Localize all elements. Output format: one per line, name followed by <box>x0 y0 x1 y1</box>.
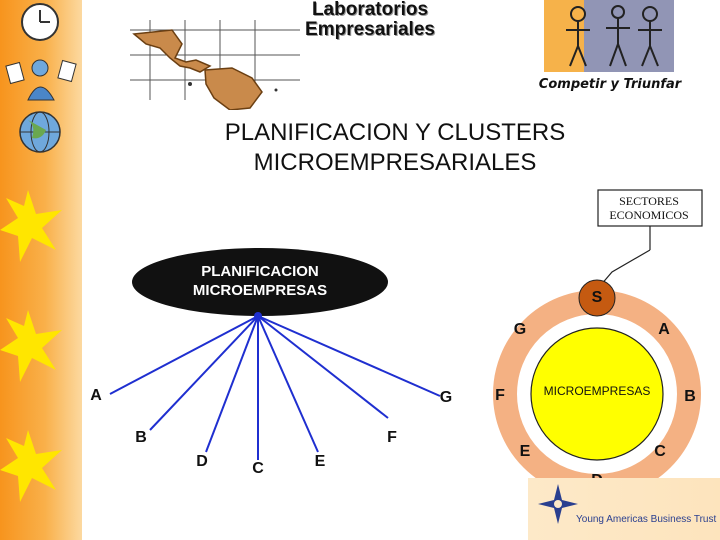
spoke-line-e <box>257 315 319 453</box>
spoke-line-b <box>149 315 259 431</box>
ring-node-a: A <box>658 321 670 338</box>
sector-connector-arrow <box>599 249 651 287</box>
sidebar-decoration <box>0 0 82 540</box>
spoke-node-e: E <box>314 453 326 470</box>
spoke-line-f <box>257 315 389 419</box>
ring-node-g: G <box>513 321 527 338</box>
ring-node-c: C <box>654 443 666 460</box>
map-icon <box>130 20 300 110</box>
planning-hub-ellipse <box>132 248 388 316</box>
spoke-node-c: C <box>252 460 264 477</box>
clock-icon <box>21 3 59 41</box>
spoke-line-g <box>257 315 441 397</box>
spoke-node-b: B <box>135 429 147 446</box>
spoke-node-a: A <box>90 387 102 404</box>
footer-text: Young Americas Business Trust <box>576 514 717 525</box>
globe-icon <box>19 111 61 153</box>
page-title: PLANIFICACION Y CLUSTERS MICROEMPRESARIA… <box>150 118 640 178</box>
family-icon <box>544 0 674 72</box>
spoke-lines <box>109 312 441 460</box>
footer-banner: Young Americas Business Trust <box>528 478 720 540</box>
spoke-line-a <box>109 315 259 395</box>
planning-hub-line-2: MICROEMPRESAS <box>192 282 328 299</box>
ring-node-b: B <box>684 388 696 405</box>
brand-line-1: Laboratorios <box>311 0 429 20</box>
center-label: MICROEMPRESAS <box>543 384 651 398</box>
brand-title: Laboratorios Empresariales <box>288 0 452 40</box>
microempresas-center <box>530 327 664 461</box>
ring-node-e: E <box>519 443 531 460</box>
title-line-2: MICROEMPRESARIALES <box>253 149 537 176</box>
sector-label-line-1: SECTORES <box>619 194 679 208</box>
ring-node-s: S <box>591 289 603 306</box>
spoke-node-g: G <box>439 389 453 406</box>
slogan: Competir y Triunfar <box>538 77 682 92</box>
planning-hub-line-1: PLANIFICACION <box>201 263 319 280</box>
planning-hub-label: PLANIFICACION MICROEMPRESAS <box>150 262 370 300</box>
sector-label: SECTORES ECONOMICOS <box>592 194 706 222</box>
title-line-1: PLANIFICACION Y CLUSTERS <box>224 119 566 146</box>
spoke-line-d <box>205 315 259 453</box>
reading-figure-icon <box>5 59 77 101</box>
sector-box <box>597 189 703 227</box>
spoke-origin <box>254 312 262 320</box>
ring-node-f: F <box>495 387 505 404</box>
spoke-node-f: F <box>387 429 397 446</box>
sector-label-line-2: ECONOMICOS <box>609 208 689 222</box>
logo-icon <box>538 484 578 524</box>
sun-icon <box>0 190 62 502</box>
ring-node-s-marker <box>578 279 616 317</box>
spoke-node-d: D <box>196 453 208 470</box>
brand-line-2: Empresariales <box>305 19 435 40</box>
